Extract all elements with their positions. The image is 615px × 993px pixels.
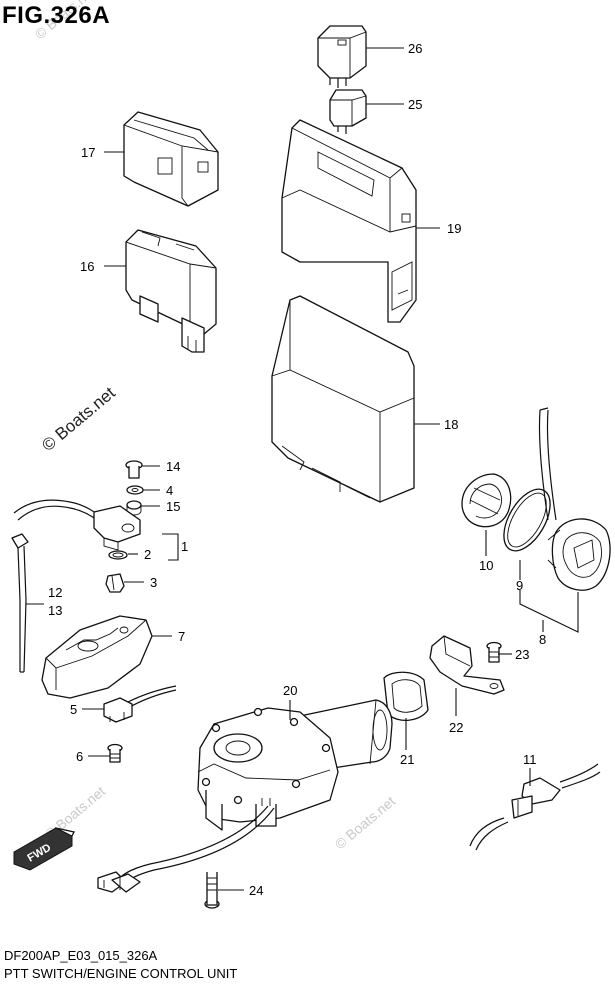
callout-23: 23 <box>515 647 529 662</box>
part-23-bolt <box>486 641 502 663</box>
callout-4: 4 <box>166 483 173 498</box>
watermark-bottom-right: © Boats.net <box>332 793 399 852</box>
part-18-ecm <box>271 295 415 503</box>
part-17-cover <box>123 111 219 207</box>
callout-13: 13 <box>48 603 62 618</box>
model-code: DF200AP_E03_015_326A <box>4 948 158 963</box>
part-16-relay-box <box>125 229 217 353</box>
part-10-grommet <box>461 473 512 528</box>
part-5-ptt-switch <box>103 685 177 723</box>
callout-3: 3 <box>150 575 157 590</box>
callout-5: 5 <box>70 702 77 717</box>
part-12-cable-tie <box>11 533 29 673</box>
figure-caption: PTT SWITCH/ENGINE CONTROL UNIT <box>4 966 238 981</box>
callout-2: 2 <box>144 547 151 562</box>
part-20-ptt-motor <box>97 699 393 893</box>
watermark-main: © Boats.net <box>38 383 119 455</box>
callout-12: 12 <box>48 585 62 600</box>
callout-8: 8 <box>539 632 546 647</box>
part-4-washer <box>126 485 144 495</box>
callout-16: 16 <box>80 259 94 274</box>
callout-21: 21 <box>400 752 414 767</box>
callout-25: 25 <box>408 97 422 112</box>
callout-17: 17 <box>81 145 95 160</box>
callout-11: 11 <box>523 752 537 767</box>
callout-14: 14 <box>166 459 180 474</box>
part-22-bracket <box>429 635 505 695</box>
part-14-bolt <box>125 460 143 479</box>
part-8-trim-sender <box>538 407 611 591</box>
callout-9: 9 <box>516 578 523 593</box>
part-1-trim-sensor <box>13 499 141 551</box>
callout-10: 10 <box>479 558 493 573</box>
callout-15: 15 <box>166 499 180 514</box>
callout-1: 1 <box>181 539 188 554</box>
part-11-harness <box>469 763 601 851</box>
callout-26: 26 <box>408 41 422 56</box>
callout-19: 19 <box>447 221 461 236</box>
callout-7: 7 <box>178 629 185 644</box>
callout-6: 6 <box>76 749 83 764</box>
fwd-arrow: FWD <box>13 827 75 871</box>
part-25-relay <box>329 89 367 134</box>
part-24-bolt <box>204 872 220 909</box>
part-7-sensor-cover <box>41 615 153 699</box>
part-19-ecm-cover <box>281 119 417 323</box>
part-26-relay <box>317 25 367 88</box>
callout-20: 20 <box>283 683 297 698</box>
part-3-clip <box>105 573 125 593</box>
callout-24: 24 <box>249 883 263 898</box>
part-6-bolt <box>107 743 123 763</box>
part-15-collar <box>126 500 142 516</box>
part-21-band <box>383 671 429 721</box>
callout-labels: 26 25 17 19 16 18 14 4 15 1 2 3 12 13 7 … <box>48 41 546 898</box>
callout-22: 22 <box>449 720 463 735</box>
callout-18: 18 <box>444 417 458 432</box>
leader-lines <box>26 47 579 891</box>
figure-title: FIG.326A <box>2 2 111 29</box>
part-2-o-ring <box>108 550 128 560</box>
